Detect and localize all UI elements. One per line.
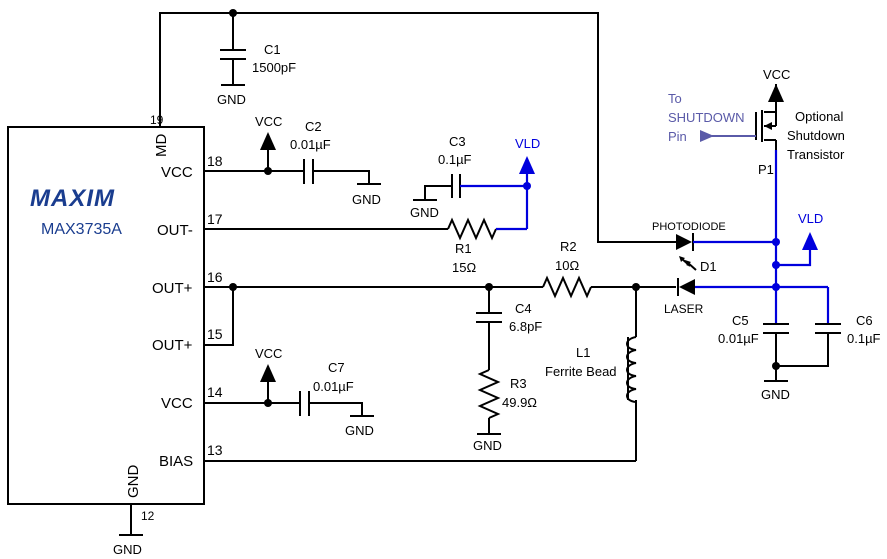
c3-net [413, 156, 535, 229]
pin-outp16-label: OUT+ [152, 280, 193, 297]
maxim-logo: MAXIM [30, 185, 115, 212]
p1-transistor [700, 84, 784, 150]
c3-ref: C3 [449, 134, 466, 149]
pin-md-label: MD [153, 134, 170, 157]
c3-value: 0.1µF [438, 152, 472, 167]
c7-value: 0.01µF [313, 379, 354, 394]
c1-gnd: GND [217, 92, 246, 107]
pin-14-number: 14 [207, 384, 223, 400]
r1-ref: R1 [455, 241, 472, 256]
outm-net [204, 217, 527, 241]
l1-ref: L1 [576, 345, 590, 360]
c5-value: 0.01µF [718, 331, 759, 346]
pin-bias-label: BIAS [159, 453, 193, 470]
c6-ref: C6 [856, 313, 873, 328]
c5-ref: C5 [732, 313, 749, 328]
vcc14-net [204, 364, 374, 417]
vld-label-2: VLD [798, 211, 823, 226]
shutdown-text-1: To [668, 91, 682, 106]
pin-17-number: 17 [207, 211, 223, 227]
pin-12-number: 12 [141, 509, 155, 523]
vcc18-net [204, 132, 381, 185]
pin-vcc14-label: VCC [161, 395, 193, 412]
c4-value: 6.8pF [509, 319, 542, 334]
r3-ref: R3 [510, 376, 527, 391]
laser-label: LASER [664, 302, 704, 316]
p1-desc-2: Shutdown [787, 128, 845, 143]
c2-ref: C2 [305, 119, 322, 134]
r3-gnd: GND [473, 438, 502, 453]
c4-ref: C4 [515, 301, 532, 316]
d1-ref: D1 [700, 259, 717, 274]
pin-15-number: 15 [207, 326, 223, 342]
r3-value: 49.9Ω [502, 395, 537, 410]
vld-net [693, 150, 830, 324]
c2-value: 0.01µF [290, 137, 331, 152]
md-net [159, 9, 676, 243]
pin-18-number: 18 [207, 153, 223, 169]
r1-value: 15Ω [452, 260, 476, 275]
c5-gnd: GND [761, 387, 790, 402]
ic-gnd: GND [113, 542, 142, 557]
p1-ref: P1 [758, 162, 774, 177]
pin-outp15-label: OUT+ [152, 337, 193, 354]
p1-desc-1: Optional [795, 109, 844, 124]
c6-value: 0.1µF [847, 331, 881, 346]
c1-value: 1500pF [252, 60, 296, 75]
pin-gnd-label: GND [125, 465, 142, 499]
r2-ref: R2 [560, 239, 577, 254]
p1-desc-3: Transistor [787, 147, 845, 162]
pin-outm-label: OUT- [157, 222, 193, 239]
photodiode-label: PHOTODIODE [652, 221, 726, 233]
p1-vcc: VCC [763, 67, 790, 82]
vld-label-1: VLD [515, 136, 540, 151]
c2-gnd: GND [352, 192, 381, 207]
l1-value: Ferrite Bead [545, 364, 617, 379]
outp-net [204, 275, 676, 435]
pin-13-number: 13 [207, 442, 223, 458]
c7-gnd: GND [345, 423, 374, 438]
vcc18-supply: VCC [255, 114, 282, 129]
pin-19-number: 19 [150, 113, 164, 127]
ic-gnd-net [119, 504, 143, 536]
shutdown-text-2: SHUTDOWN [668, 110, 745, 125]
vcc14-supply: VCC [255, 346, 282, 361]
shutdown-text-3: Pin [668, 129, 687, 144]
part-number: MAX3735A [41, 221, 122, 238]
c5-c6-net [763, 323, 841, 382]
ic-body [7, 126, 205, 505]
pin-16-number: 16 [207, 269, 223, 285]
c7-ref: C7 [328, 360, 345, 375]
c1-ref: C1 [264, 42, 281, 57]
pin-vcc18-label: VCC [161, 164, 193, 181]
r2-value: 10Ω [555, 258, 579, 273]
l1-bias-net [204, 287, 637, 462]
c3-gnd: GND [410, 205, 439, 220]
